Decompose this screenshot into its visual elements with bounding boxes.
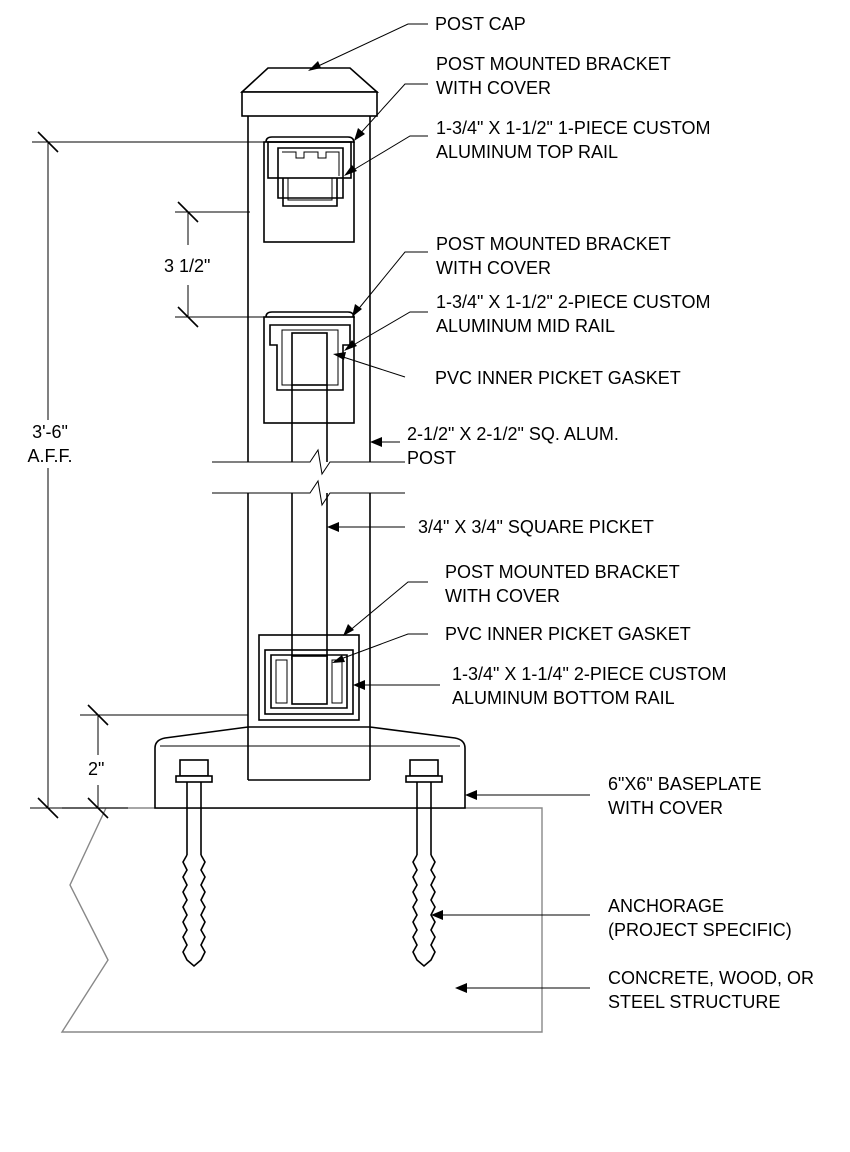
dimension-overall-label: 3'-6" A.F.F. [8, 420, 92, 468]
dimension-rail-spacing-label: 3 1/2" [164, 256, 211, 276]
dimension-rail-spacing [175, 201, 264, 328]
baseplate [154, 726, 466, 809]
break-lines [212, 448, 405, 507]
label-picket: 3/4" X 3/4" SQUARE PICKET [418, 517, 654, 537]
label-mid-gasket: PVC INNER PICKET GASKET [435, 368, 681, 388]
label-top-bracket: POST MOUNTED BRACKET WITH COVER [436, 54, 671, 98]
anchor-left [175, 759, 213, 968]
label-mid-bracket: POST MOUNTED BRACKET WITH COVER [436, 234, 671, 278]
label-bottom-rail: 1-3/4" X 1-1/4" 2-PIECE CUSTOM ALUMINUM … [452, 664, 727, 708]
dimension-bottom-clearance-label: 2" [88, 759, 105, 779]
picket [291, 332, 328, 660]
structure-outline [60, 807, 543, 1033]
label-mid-rail: 1-3/4" X 1-1/2" 2-PIECE CUSTOM ALUMINUM … [436, 292, 711, 336]
label-top-rail: 1-3/4" X 1-1/2" 1-PIECE CUSTOM ALUMINUM … [436, 118, 711, 162]
label-structure: CONCRETE, WOOD, OR STEEL STRUCTURE [608, 968, 814, 1012]
leader-lines [308, 23, 590, 993]
post [247, 115, 371, 780]
dimension-bottom-clearance [80, 704, 248, 819]
label-baseplate: 6"X6" BASEPLATE WITH COVER [608, 774, 762, 818]
bottom-rail-assembly [258, 634, 360, 721]
label-post-cap: POST CAP [435, 14, 526, 34]
label-bottom-gasket: PVC INNER PICKET GASKET [445, 624, 691, 644]
anchor-right [405, 759, 443, 968]
top-rail-assembly [263, 136, 355, 243]
label-post: 2-1/2" X 2-1/2" SQ. ALUM. POST [407, 424, 619, 468]
label-bottom-bracket: POST MOUNTED BRACKET WITH COVER [445, 562, 680, 606]
dimension-overall [30, 131, 264, 819]
label-anchorage: ANCHORAGE (PROJECT SPECIFIC) [608, 896, 792, 940]
post-cap [239, 67, 380, 117]
